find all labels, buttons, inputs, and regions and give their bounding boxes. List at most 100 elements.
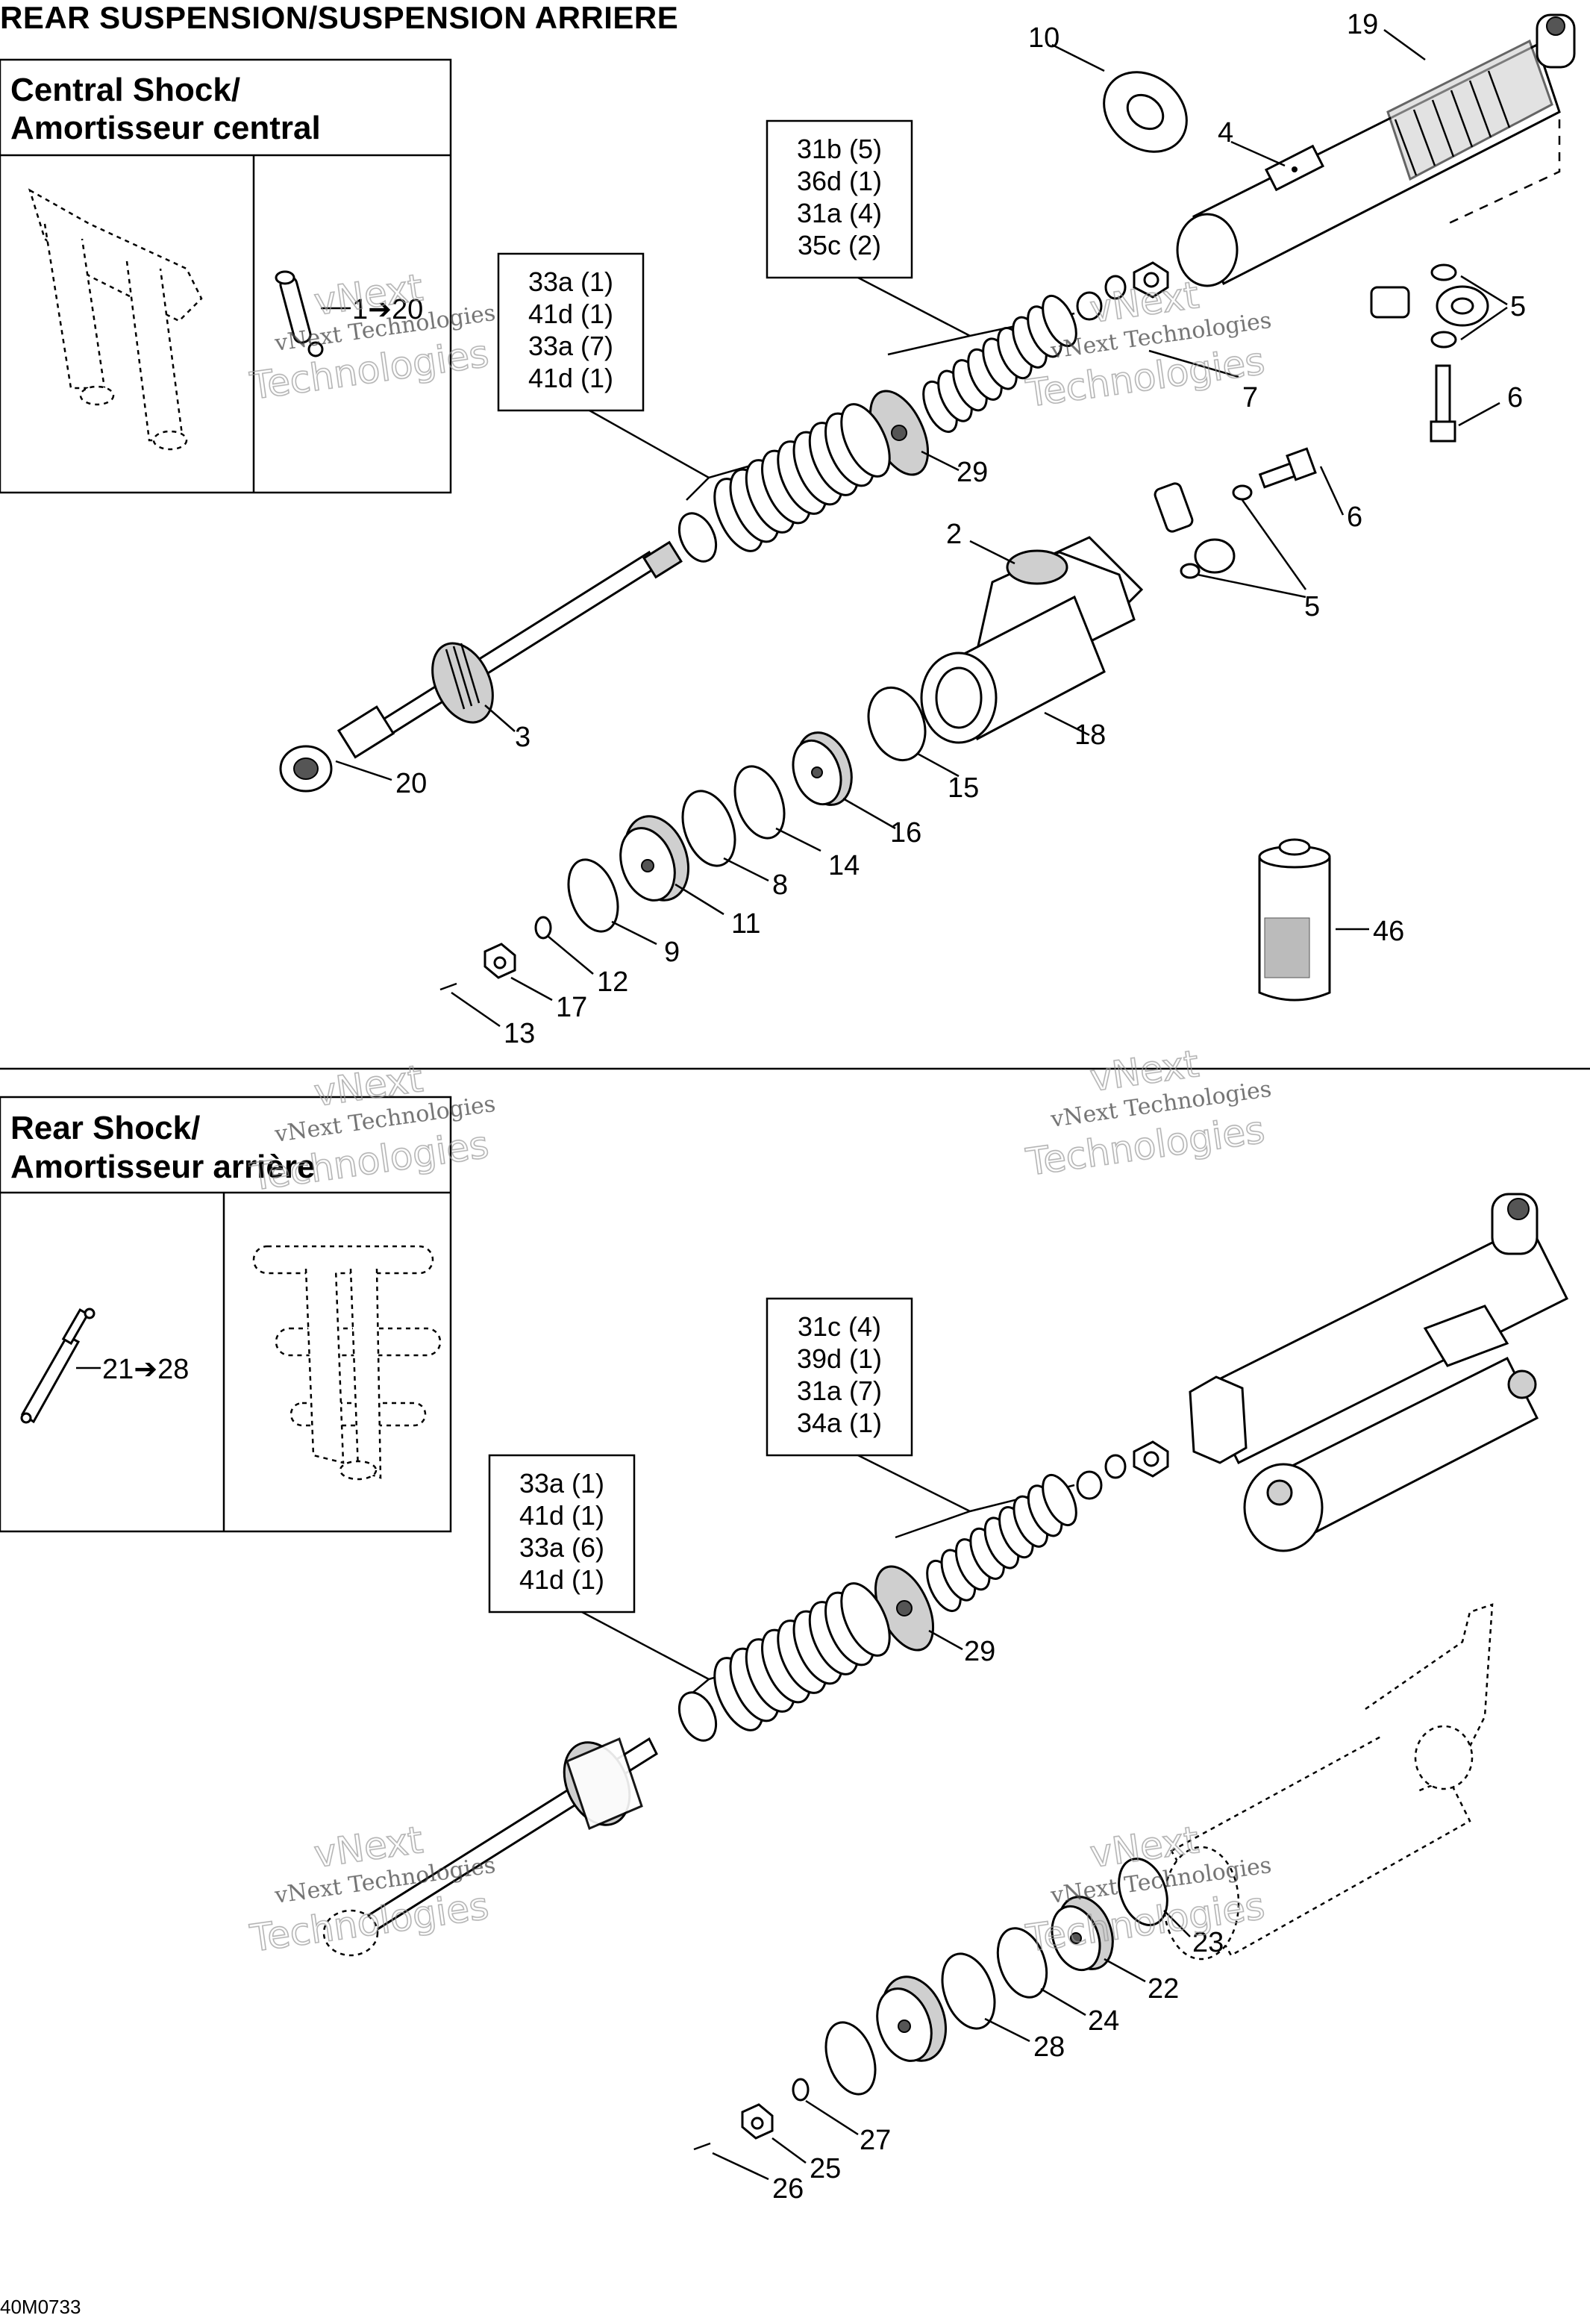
leader-lines: [335, 28, 1508, 2181]
part-label-11: 11: [731, 908, 760, 940]
part-label-12: 12: [597, 966, 628, 998]
central-inset-ref: 1➔20: [352, 294, 423, 325]
part-label-7: 7: [1242, 382, 1258, 413]
rear-inset-title-1: Rear Shock/: [10, 1110, 200, 1146]
central-box-right-line-3: 31a (4): [797, 198, 882, 228]
bolt-6-upper: [1430, 364, 1456, 443]
part-label-2: 2: [946, 519, 962, 550]
central-box-right-line-1: 31b (5): [797, 134, 882, 164]
washer-8: [1103, 71, 1188, 153]
reservoir-18: [920, 595, 1106, 744]
oring-9: [681, 790, 736, 867]
spring-main-central: [713, 403, 891, 552]
rear-box-right-line-2: 39d (1): [797, 1343, 882, 1374]
rear-ghost-body: [1162, 1603, 1494, 1961]
part-label-29-central: 29: [957, 457, 988, 488]
oring-27: [792, 2078, 810, 2102]
cap-11: [619, 815, 690, 902]
rear-box-right-line-3: 31a (7): [797, 1375, 882, 1406]
footer-code: 40M0733: [0, 2296, 81, 2318]
page-title: REAR SUSPENSION/SUSPENSION ARRIERE: [0, 0, 679, 35]
shaft-assembly-20: [279, 540, 683, 793]
part-label-28: 28: [1033, 2031, 1065, 2063]
rear-box-left-line-3: 33a (6): [519, 1532, 604, 1563]
piston-17: [792, 731, 853, 806]
rear-spec-box-left: 33a (1) 41d (1) 33a (6) 41d (1): [488, 1454, 866, 1699]
watermark-5: vNext Technologies Technologies vNext: [247, 1817, 498, 1961]
central-spec-box-left: 33a (1) 41d (1) 33a (7) 41d (1): [497, 252, 866, 501]
washer-rear: [677, 1691, 718, 1742]
spring-upper-central: [922, 294, 1077, 434]
oring-12: [534, 916, 552, 940]
rear-inset-ref: 21➔28: [102, 1354, 189, 1385]
oring-28: [941, 1952, 996, 2030]
part-label-20: 20: [395, 768, 427, 799]
part-label-15: 14: [828, 850, 860, 881]
central-inset: Central Shock/ Amortisseur central 1➔20: [0, 58, 452, 494]
cap-rear: [876, 1975, 948, 2062]
spring-main-rear: [713, 1582, 891, 1731]
disc-rear: [824, 2021, 877, 2096]
central-spec-box-right: 31b (5) 36d (1) 31a (4) 35c (2): [766, 119, 1075, 356]
part-labels-rear: 29 23 22 24 28 27 25 26: [772, 1636, 1224, 2205]
oring-23: [1118, 1858, 1168, 1926]
central-inset-frame: [0, 58, 452, 494]
part-label-19: 19: [1347, 9, 1378, 40]
part-label-27: 27: [860, 2125, 891, 2156]
rear-shock-body: [1189, 1193, 1569, 1552]
part-label-6-upper: 6: [1507, 382, 1523, 413]
spring-coil: [840, 1582, 891, 1657]
hose-7: [1154, 285, 1489, 574]
part-label-5-lower: 5: [1304, 591, 1320, 622]
part-labels-central: 10 19 4 5 6 7 6 5 29 2 18 15 16 14 8 11 …: [395, 9, 1526, 1049]
oring-5-upper: [1430, 263, 1457, 349]
ring-24: [996, 1927, 1048, 1999]
rear-box-right-line-4: 34a (1): [797, 1408, 882, 1438]
rear-box-left-line-2: 41d (1): [519, 1500, 604, 1531]
ring-15: [733, 765, 786, 840]
rear-inset-frame: [0, 1096, 452, 1533]
part-label-8: 10: [1028, 22, 1060, 54]
part-label-13: 13: [504, 1018, 535, 1049]
central-inset-title-2: Amortisseur central: [10, 110, 321, 146]
piston-22: [1051, 1896, 1114, 1972]
central-inset-title-1: Central Shock/: [10, 72, 240, 108]
shock-body-19: [1176, 13, 1576, 287]
spring-upper-rear: [926, 1473, 1077, 1613]
central-box-left-line-2: 41d (1): [528, 299, 613, 329]
rear-top-nut-stack: [1076, 1440, 1169, 1500]
central-box-left-line-4: 41d (1): [528, 363, 613, 393]
rear-box-left-line-1: 33a (1): [519, 1468, 604, 1499]
oil-can-46: [1258, 838, 1331, 1002]
rear-inset: Rear Shock/ Amortisseur arrière 21➔28: [0, 1096, 452, 1533]
part-label-3: 3: [515, 722, 530, 753]
central-box-left-line-3: 33a (7): [528, 331, 613, 361]
part-label-14: 17: [556, 992, 587, 1023]
bolt-6-lower: [1180, 447, 1317, 579]
rear-shaft-assembly: [322, 1737, 658, 1957]
screw-13: [439, 982, 457, 991]
spring-coil: [1042, 1473, 1077, 1527]
part-label-6-lower: 6: [1347, 502, 1362, 533]
part-label-9: 8: [772, 869, 788, 901]
rear-frame-sketch: [252, 1245, 442, 1481]
part-label-18: 18: [1074, 719, 1106, 751]
rear-inset-title-2: Amortisseur arrière: [10, 1149, 315, 1185]
part-label-29-rear: 29: [964, 1636, 995, 1667]
part-label-10: 9: [664, 937, 680, 968]
rear-box-left-line-4: 41d (1): [519, 1564, 604, 1595]
screw-26: [693, 2142, 711, 2151]
part-label-26: 26: [772, 2173, 804, 2205]
part-label-23: 23: [1192, 1927, 1224, 1958]
rear-box-right-line-1: 31c (4): [798, 1311, 881, 1342]
spring-coil: [1042, 294, 1077, 348]
part-label-22: 22: [1148, 1973, 1179, 2005]
top-nut-stack: [1076, 261, 1169, 321]
nut-25: [741, 2103, 774, 2140]
oring-16: [867, 686, 927, 762]
central-box-left-line-1: 33a (1): [528, 266, 613, 297]
central-box-right-line-4: 35c (2): [798, 230, 881, 260]
nut-14: [483, 943, 516, 979]
